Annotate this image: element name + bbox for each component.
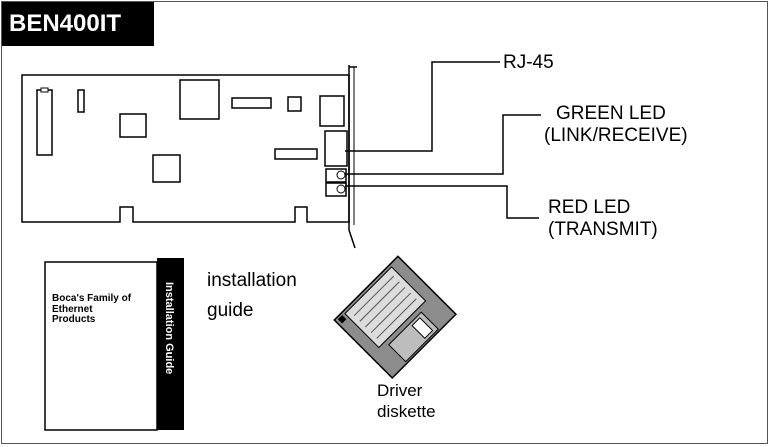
- chip-bottom: [152, 154, 181, 183]
- rj45-jack: [324, 130, 348, 167]
- diskette-caption-line1: Driver: [377, 381, 423, 400]
- chip-square-large: [179, 79, 220, 120]
- green-led-leader-line: [345, 114, 541, 175]
- red-led-leader-line: [345, 185, 539, 219]
- manual-cover-text: Boca's Family of Ethernet Products: [52, 293, 134, 325]
- chip-narrow: [77, 89, 85, 113]
- chip-small-square: [287, 96, 302, 112]
- transformer-block: [319, 95, 345, 127]
- manual-spine-text: Installation Guide: [163, 282, 175, 374]
- product-title: BEN400IT: [2, 2, 154, 46]
- green-led-label: GREEN LED: [556, 103, 666, 124]
- rj45-leader-line: [345, 61, 500, 152]
- diskette-caption-line2: diskette: [377, 402, 436, 421]
- manual-spine: [157, 258, 184, 430]
- chip-strip: [274, 148, 318, 160]
- chip-resistor: [231, 97, 272, 109]
- manual-cover: [44, 261, 158, 431]
- green-led-sublabel: (LINK/RECEIVE): [544, 125, 688, 146]
- red-led-sublabel: (TRANSMIT): [548, 219, 658, 240]
- red-led: [325, 182, 347, 197]
- chip-mid-left: [119, 113, 147, 138]
- rj45-label: RJ-45: [503, 52, 554, 73]
- manual-caption-line2: guide: [207, 300, 254, 321]
- manual-caption-line1: installation: [207, 270, 297, 291]
- green-led: [325, 168, 347, 183]
- red-led-label: RED LED: [548, 197, 631, 218]
- chip-long-left: [36, 89, 53, 156]
- floppy-diskette: [333, 255, 457, 379]
- card-bracket: [348, 65, 356, 249]
